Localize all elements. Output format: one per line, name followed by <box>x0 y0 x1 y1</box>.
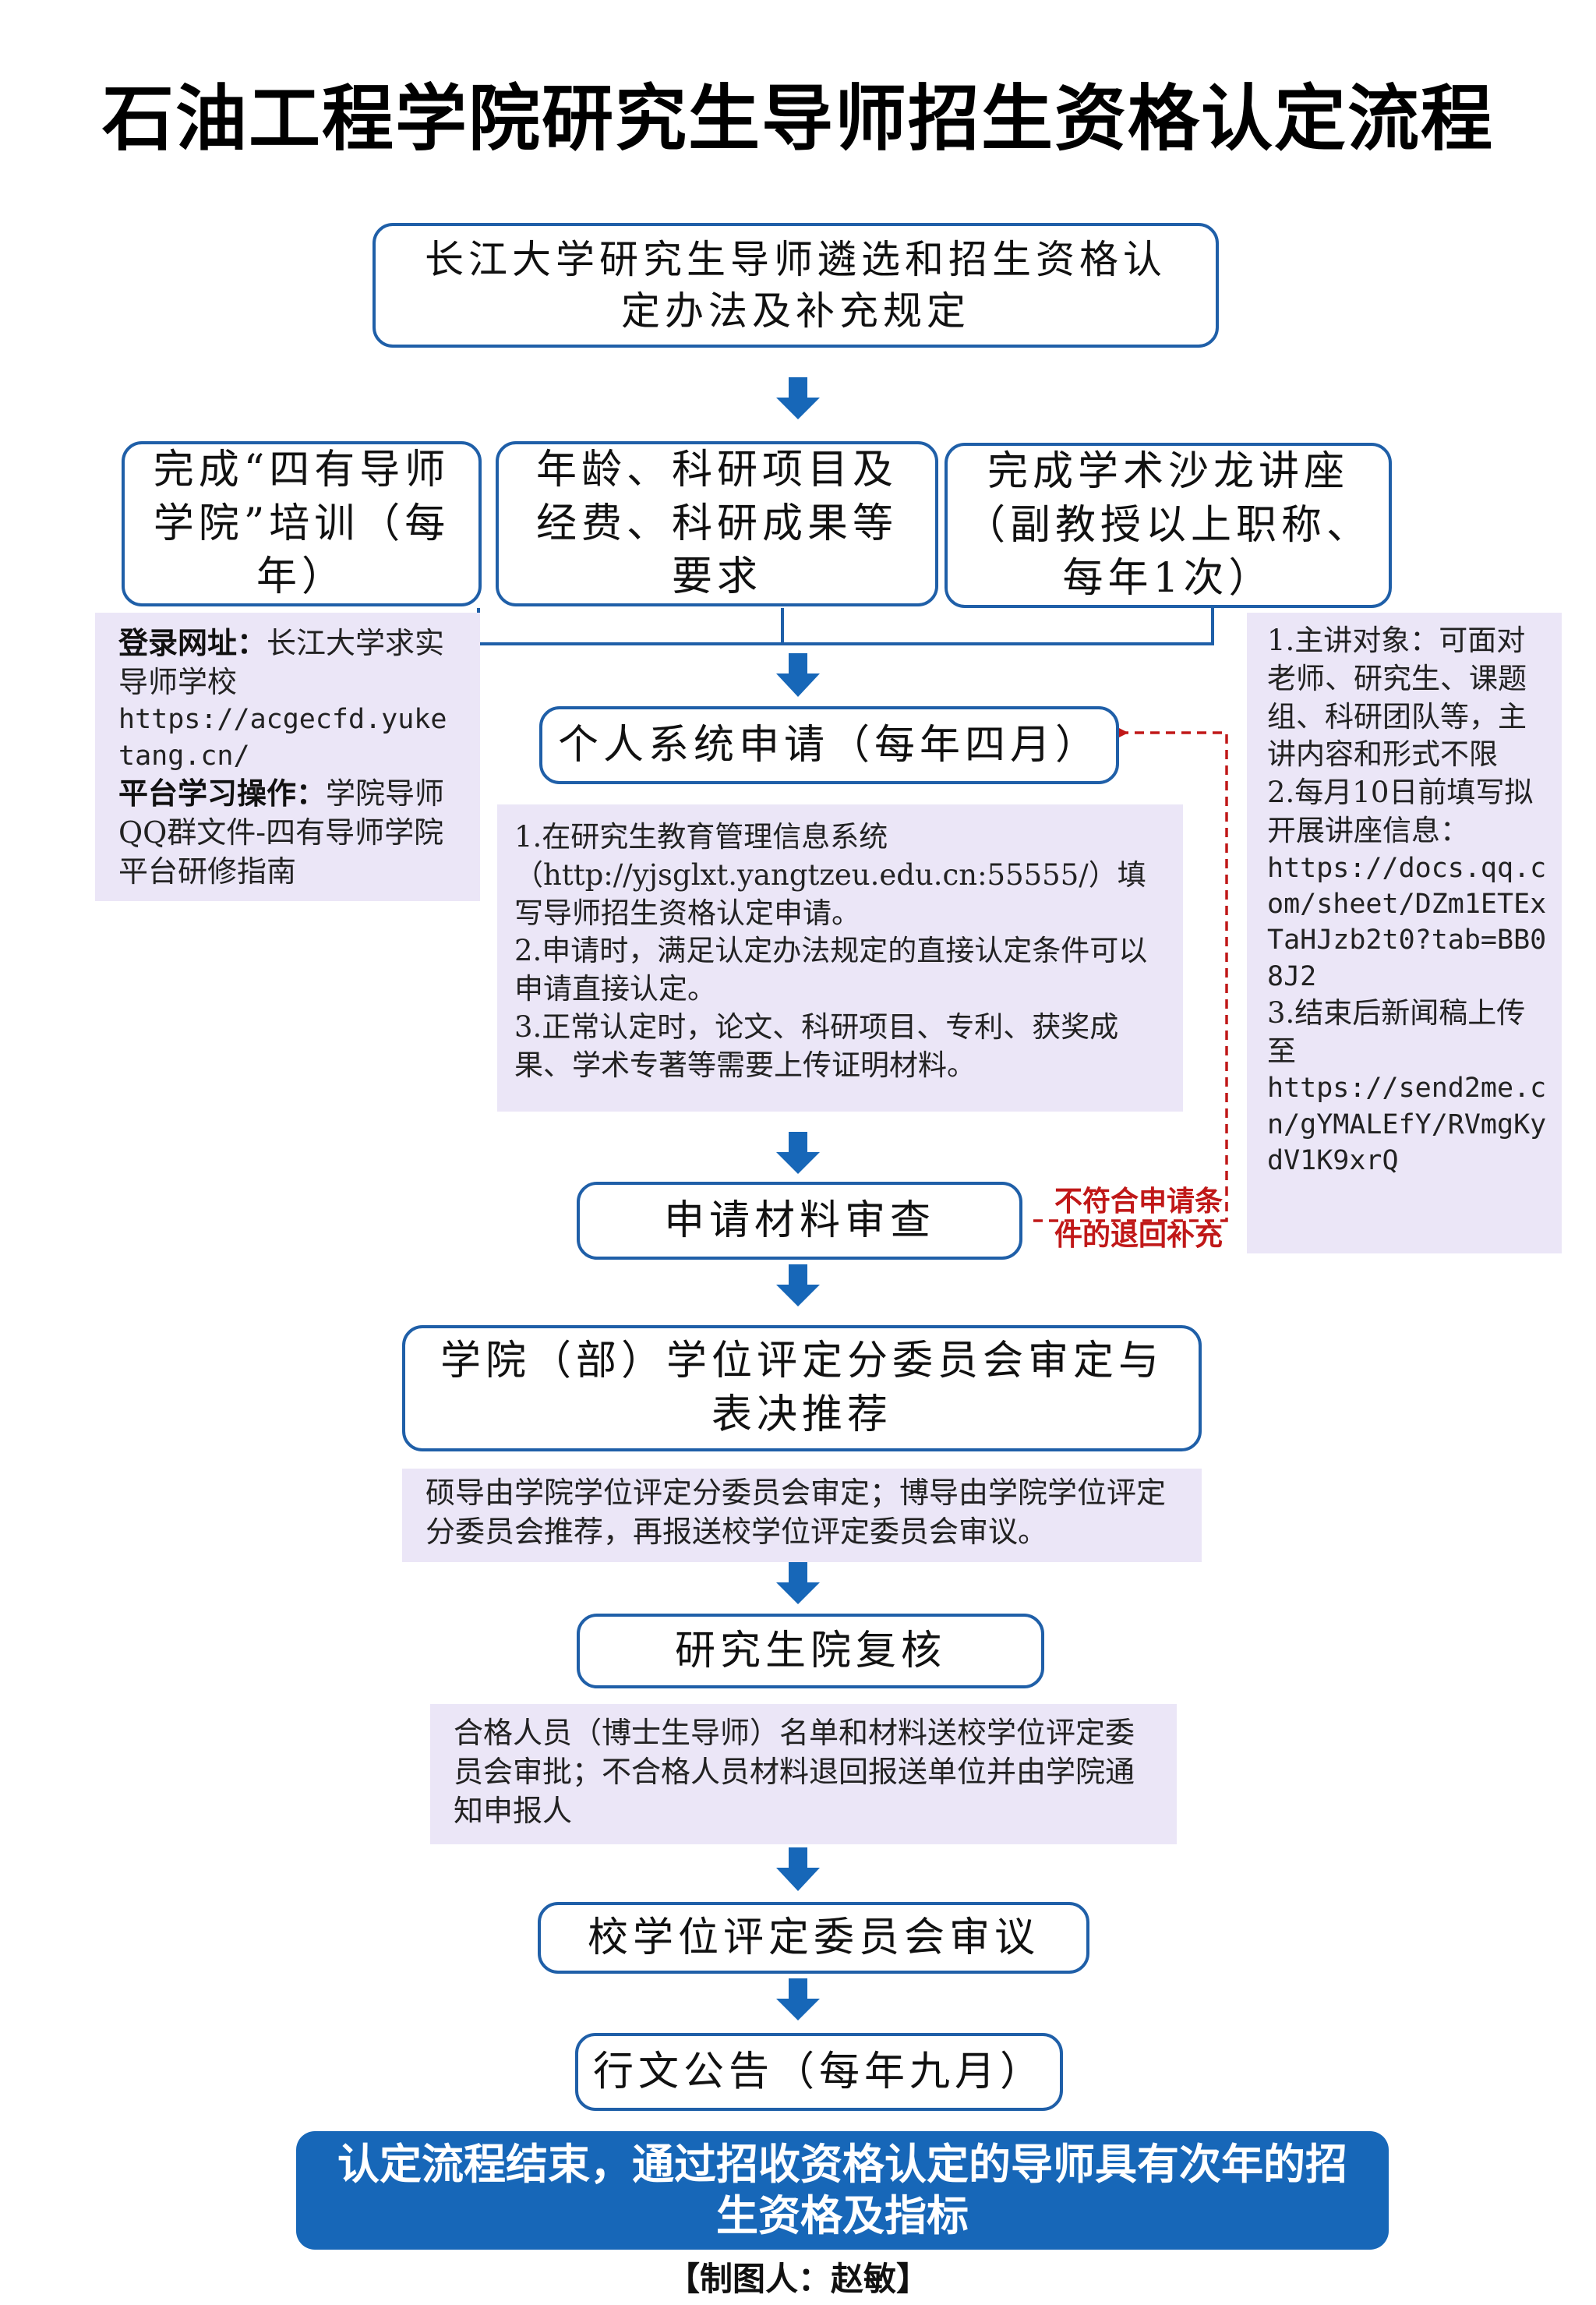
graduate-school-box: 研究生院复核 <box>577 1614 1044 1688</box>
bracket-connector <box>477 608 1214 645</box>
apply-note-item-3: 3.正常认定时，论文、科研项目、专利、获奖成果、学术专著等需要上传证明材料。 <box>514 1010 1119 1082</box>
salon-note-url-1: https://docs.qq.com/sheet/DZm1ETExTaHJzb… <box>1267 852 1547 992</box>
apply-note-item-2: 2.申请时，满足认定办法规定的直接认定条件可以申请直接认定。 <box>514 934 1148 1006</box>
arrow-down-1 <box>776 377 820 419</box>
salon-note-item-2: 2.每月10日前填写拟开展讲座信息： <box>1267 776 1534 848</box>
requirement-research-box: 年龄、科研项目及经费、科研成果等要求 <box>496 441 938 606</box>
university-text: 校学位评定委员会审议 <box>587 1914 1040 1961</box>
login-label: 登录网址： <box>118 626 267 660</box>
arrow-down-2 <box>776 653 820 697</box>
apply-box: 个人系统申请（每年四月） <box>539 706 1119 784</box>
bracket-line <box>477 608 1214 645</box>
committee-text: 学院（部）学位评定分委员会审定与表决推荐 <box>440 1338 1163 1438</box>
university-box: 校学位评定委员会审议 <box>538 1902 1089 1974</box>
review-box: 申请材料审查 <box>577 1182 1022 1260</box>
committee-note: 硕导由学院学位评定分委员会审定；博导由学院学位评定分委员会推荐，再报送校学位评定… <box>402 1469 1202 1562</box>
requirement-research-text: 年龄、科研项目及经费、科研成果等要求 <box>535 447 898 601</box>
salon-note-item-3: 3.结束后新闻稿上传至 <box>1267 995 1526 1068</box>
arrow-down-6 <box>776 1847 820 1891</box>
final-banner: 认定流程结束，通过招收资格认定的导师具有次年的招生资格及指标 <box>296 2131 1389 2250</box>
salon-note: 1.主讲对象：可面对老师、研究生、课题组、科研团队等，主讲内容和形式不限 2.每… <box>1247 613 1562 1253</box>
salon-note-url-2: https://send2me.cn/gYMALEfY/RVmgKydV1K9x… <box>1267 1073 1547 1176</box>
announce-text: 行文公告（每年九月） <box>592 2048 1045 2095</box>
chart-maker: 【制图人：赵敏】 <box>666 2260 929 2298</box>
apply-text: 个人系统申请（每年四月） <box>557 721 1100 769</box>
apply-note-item-1: 1.在研究生教育管理信息系统（http://yjsglxt.yangtzeu.e… <box>514 820 1146 930</box>
reject-label: 不符合申请条件的退回补充 <box>1054 1186 1223 1252</box>
graduate-school-note: 合格人员（博士生导师）名单和材料送校学位评定委员会审批；不合格人员材料退回报送单… <box>430 1704 1177 1844</box>
review-text: 申请材料审查 <box>663 1197 935 1244</box>
arrow-down-4 <box>776 1264 820 1306</box>
committee-note-text: 硕导由学院学位评定分委员会审定；博导由学院学位评定分委员会推荐，再报送校学位评定… <box>425 1476 1167 1550</box>
final-text: 认定流程结束，通过招收资格认定的导师具有次年的招生资格及指标 <box>337 2140 1347 2240</box>
platform-text: 学院导师QQ群文件-四有导师学院平台研修指南 <box>118 776 445 889</box>
login-url: https://acgecfd.yuketang.cn/ <box>118 704 447 772</box>
apply-note: 1.在研究生教育管理信息系统（http://yjsglxt.yangtzeu.e… <box>497 804 1183 1112</box>
login-text: 长江大学求实导师学校 <box>118 626 445 700</box>
requirement-training-box: 完成“四有导师学院”培训（每年） <box>122 441 482 606</box>
page-title: 石油工程学院研究生导师招生资格认定流程 <box>101 77 1494 161</box>
graduate-school-text: 研究生院复核 <box>674 1627 946 1674</box>
flow-arrows <box>776 377 820 2020</box>
graduate-school-note-text: 合格人员（博士生导师）名单和材料送校学位评定委员会审批；不合格人员材料退回报送单… <box>454 1716 1135 1829</box>
platform-label: 平台学习操作： <box>118 776 327 811</box>
arrow-down-7 <box>776 1978 820 2020</box>
announce-box: 行文公告（每年九月） <box>575 2033 1063 2111</box>
requirement-training-text: 完成“四有导师学院”培训（每年） <box>153 447 450 601</box>
salon-note-item-1: 1.主讲对象：可面对老师、研究生、课题组、科研团队等，主讲内容和形式不限 <box>1267 624 1527 772</box>
training-note: 登录网址：长江大学求实导师学校 https://acgecfd.yuketang… <box>95 613 480 901</box>
arrow-down-5 <box>776 1562 820 1604</box>
requirement-salon-box: 完成学术沙龙讲座（副教授以上职称、每年1次） <box>945 443 1392 608</box>
arrow-down-3 <box>776 1132 820 1174</box>
reject-return-arrow <box>1033 728 1228 1222</box>
committee-box: 学院（部）学位评定分委员会审定与表决推荐 <box>402 1325 1202 1451</box>
requirement-salon-text: 完成学术沙龙讲座（副教授以上职称、每年1次） <box>964 448 1372 603</box>
regulation-text: 长江大学研究生导师遴选和招生资格认定办法及补充规定 <box>425 237 1167 334</box>
regulation-box: 长江大学研究生导师遴选和招生资格认定办法及补充规定 <box>373 223 1219 348</box>
